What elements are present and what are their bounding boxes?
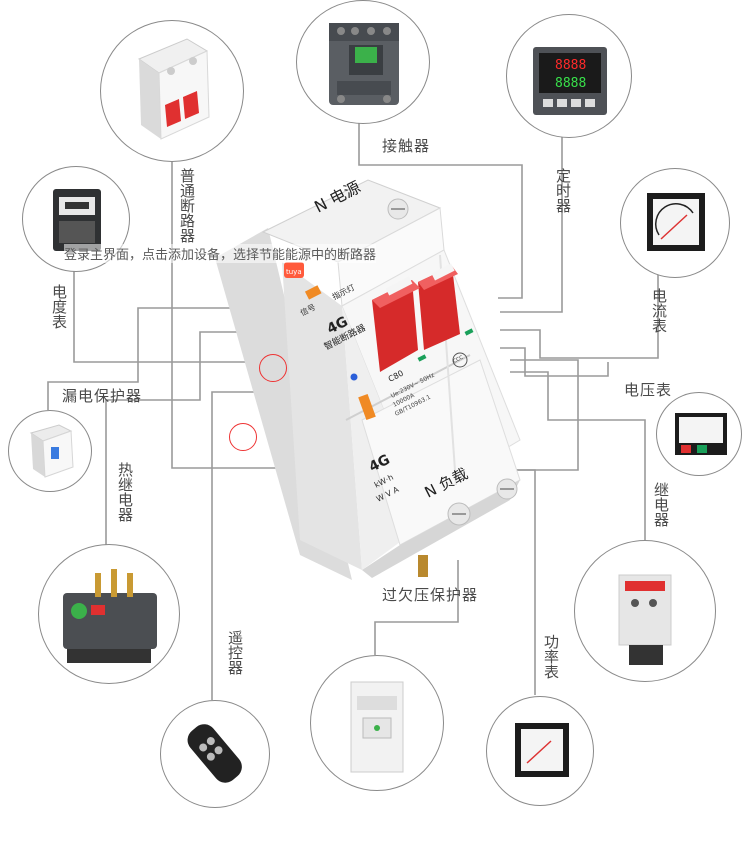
ovuv-bubble [310, 655, 444, 791]
label-breaker: 普通断路器 [178, 168, 196, 243]
logo-text: tuya [286, 268, 302, 276]
timer-icon: 8888 8888 [533, 47, 607, 115]
breaker-icon [137, 38, 210, 140]
timer-digits-top: 8888 [555, 58, 586, 73]
red-circle-marker [229, 423, 257, 451]
meter-icon [53, 189, 101, 251]
label-contactor: 接触器 [382, 137, 431, 155]
label-meter: 电度表 [50, 284, 68, 329]
rcd-icon [29, 424, 74, 478]
cert-label: CCC [452, 354, 465, 364]
remote-icon [187, 724, 242, 783]
voltmeter-bubble [656, 392, 742, 476]
relay-icon [618, 574, 672, 665]
timer-bubble: 8888 8888 [506, 14, 632, 138]
overlay-instruction: 登录主界面，点击添加设备，选择节能能源中的断路器 [64, 244, 377, 263]
red-circle-marker [259, 354, 287, 382]
ammeter-icon [647, 193, 705, 251]
label-ammeter: 电流表 [650, 288, 668, 333]
relay-bubble [574, 540, 716, 682]
power-meter-icon [515, 723, 569, 777]
timer-digits-bottom: 8888 [555, 76, 586, 91]
rcd-bubble [8, 410, 92, 492]
label-relay: 继电器 [652, 482, 670, 527]
power-meter-bubble [486, 696, 594, 806]
ammeter-bubble [620, 168, 730, 278]
ovuv-icon [350, 681, 404, 773]
label-timer: 定时器 [554, 168, 572, 213]
label-thermal: 热继电器 [116, 462, 134, 522]
breaker-bubble [100, 20, 244, 162]
label-ovuv: 过欠压保护器 [382, 586, 479, 604]
label-remote: 遥控器 [226, 630, 244, 675]
contactor-icon [329, 23, 399, 105]
voltmeter-icon [675, 413, 727, 455]
contactor-bubble [296, 0, 430, 124]
label-rcd: 漏电保护器 [62, 387, 143, 405]
thermal-relay-icon [63, 569, 157, 663]
label-power: 功率表 [542, 634, 560, 679]
label-voltmeter: 电压表 [624, 381, 673, 399]
remote-bubble [160, 700, 270, 808]
smart-breaker-device: N 电源 N 负载 4G 智能断路器 信号 指示灯 C80 Ue:230V~ 5… [215, 177, 521, 580]
thermal-relay-bubble [38, 544, 180, 684]
